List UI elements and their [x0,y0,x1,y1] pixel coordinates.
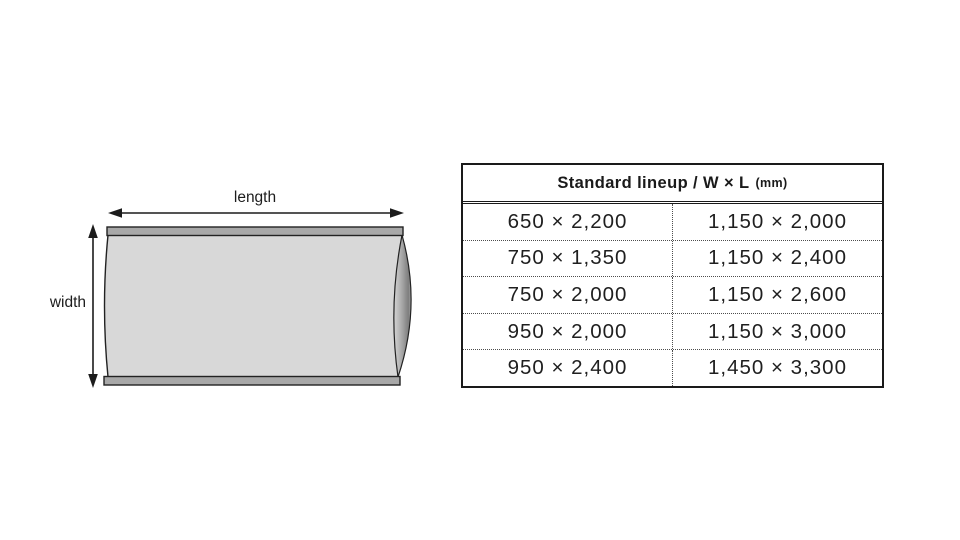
size-cell: 1,450 × 3,300 [672,350,882,386]
size-cell: 950 × 2,400 [507,356,628,380]
table-row: 950 × 2,400 1,450 × 3,300 [463,349,882,386]
table-row: 750 × 2,000 1,150 × 2,600 [463,276,882,313]
width-label: width [49,294,86,311]
width-arrow [88,224,98,388]
size-cell: 650 × 2,200 [507,209,628,233]
table-header-unit: (mm) [755,176,788,190]
cylinder-diagram-svg [88,208,412,388]
size-cell: 950 × 2,000 [507,319,628,343]
cylinder-top-edge [106,226,404,237]
table-row: 650 × 2,200 1,150 × 2,000 [463,204,882,240]
table-row: 750 × 1,350 1,150 × 2,400 [463,239,882,277]
table-header-main: Standard lineup / W × L [557,173,750,192]
product-dimension-diagram: length width [0,0,460,540]
table-row: 950 × 2,000 1,150 × 3,000 [463,312,882,350]
size-cell: 1,150 × 2,000 [672,204,882,240]
cylinder-body [103,234,403,378]
size-cell: 1,150 × 2,400 [672,240,882,277]
size-cell: 750 × 1,350 [507,246,628,270]
table-header: Standard lineup / W × L (mm) [463,165,882,204]
standard-lineup-table: Standard lineup / W × L (mm) 650 × 2,200… [461,163,884,388]
length-label: length [233,189,277,206]
size-cell: 750 × 2,000 [507,282,628,306]
size-cell: 1,150 × 2,600 [672,277,882,313]
size-cell: 1,150 × 3,000 [672,313,882,350]
cylinder-bottom-edge [103,375,401,386]
length-arrow [108,208,404,218]
